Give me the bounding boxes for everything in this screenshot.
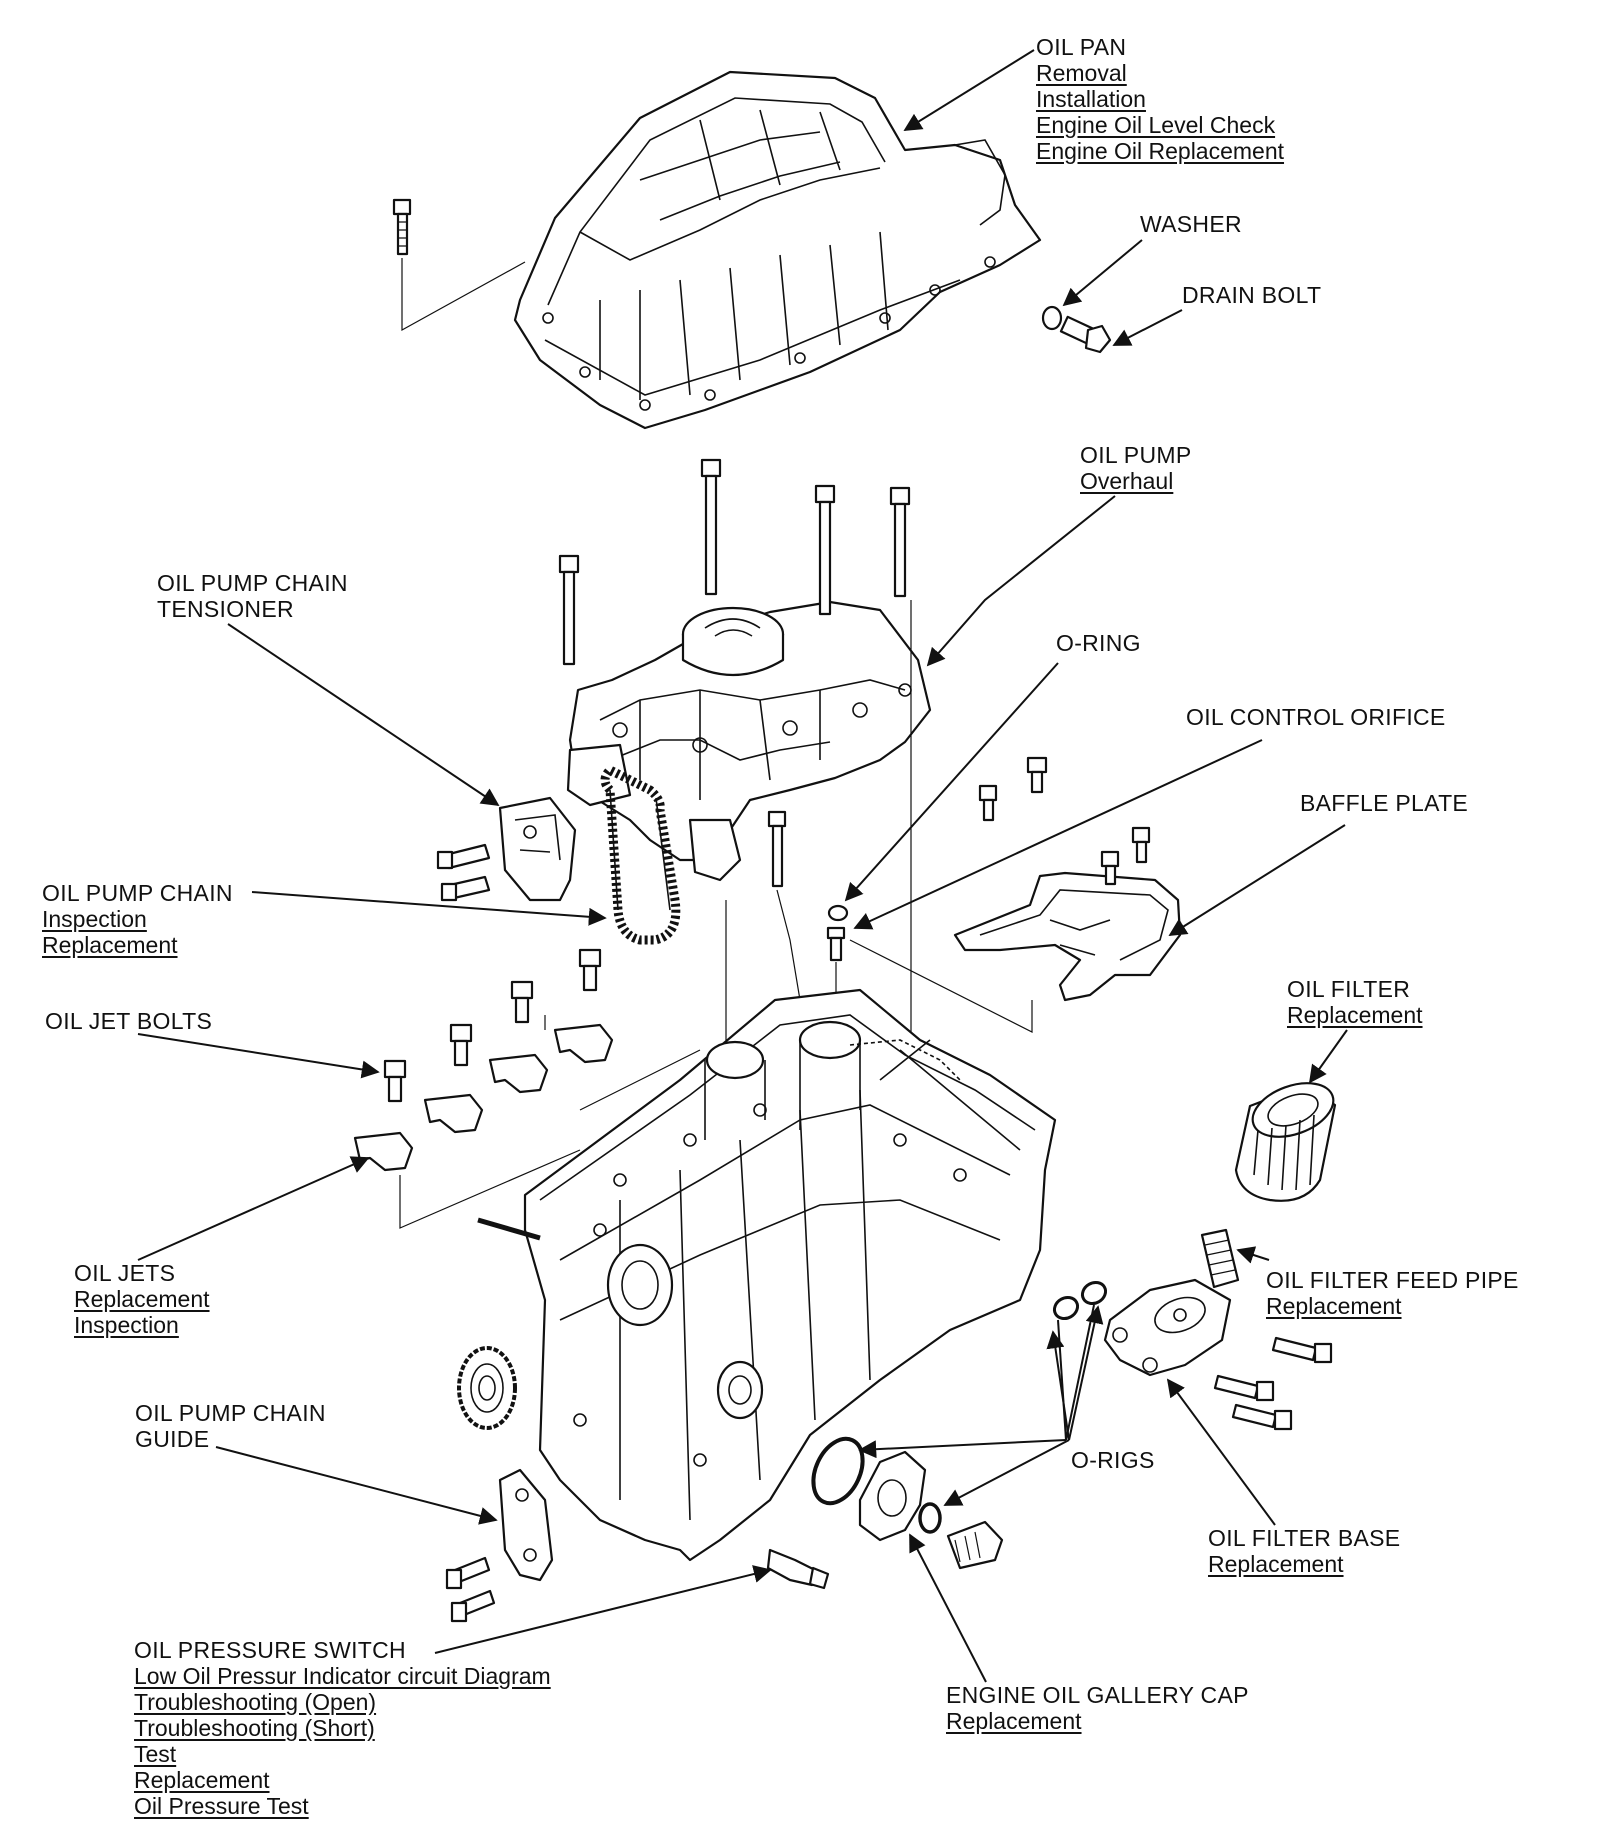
oil-pan <box>513 70 1042 430</box>
washer <box>1041 305 1063 331</box>
oil-filter-base <box>1103 1278 1232 1377</box>
pan-bolt-guide <box>401 258 526 332</box>
gallery-cap-replacement-link[interactable]: Replacement <box>946 1708 1082 1734</box>
oil-jets-replacement-link[interactable]: Replacement <box>74 1286 210 1312</box>
oil-pump-chain-title: OIL PUMP CHAIN <box>42 880 233 906</box>
o-rigs-title: O-RIGS <box>1071 1447 1155 1473</box>
baffle-bolts <box>978 756 1151 886</box>
label-o-rigs: O-RIGS <box>1071 1447 1155 1473</box>
tensioner-bolts <box>436 843 491 902</box>
oil-jets <box>353 1023 614 1172</box>
label-chain-tensioner: OIL PUMP CHAIN TENSIONER <box>157 570 348 622</box>
oil-control-orifice-title: OIL CONTROL ORIFICE <box>1186 704 1446 730</box>
oil-filter-replacement-link[interactable]: Replacement <box>1287 1002 1423 1028</box>
chain-guide-title-1: OIL PUMP CHAIN <box>135 1400 326 1426</box>
gallery-cap-bolt <box>946 1520 1004 1570</box>
oil-pump-bolts <box>558 458 911 888</box>
chain-inspection-link[interactable]: Inspection <box>42 906 147 932</box>
filter-base-title: OIL FILTER BASE <box>1208 1525 1401 1551</box>
label-oil-pressure-switch: OIL PRESSURE SWITCH Low Oil Pressur Indi… <box>134 1637 551 1819</box>
chain-tensioner-title-2: TENSIONER <box>157 596 294 622</box>
oil-pump <box>566 600 932 882</box>
troubleshooting-open-link[interactable]: Troubleshooting (Open) <box>134 1689 377 1715</box>
oil-replacement-link[interactable]: Engine Oil Replacement <box>1036 138 1285 164</box>
oil-pan-removal-link[interactable]: Removal <box>1036 60 1127 86</box>
chain-replacement-link[interactable]: Replacement <box>42 932 178 958</box>
engine-oil-gallery-cap <box>858 1450 927 1542</box>
label-oil-pump-chain: OIL PUMP CHAIN Inspection Replacement <box>42 880 233 958</box>
filter-base-bolts <box>1213 1336 1333 1431</box>
feed-pipe-replacement-link[interactable]: Replacement <box>1266 1293 1402 1319</box>
switch-replacement-link[interactable]: Replacement <box>134 1767 270 1793</box>
oil-jets-title: OIL JETS <box>74 1260 176 1286</box>
feed-pipe-title: OIL FILTER FEED PIPE <box>1266 1267 1519 1293</box>
label-oil-jet-bolts: OIL JET BOLTS <box>45 1008 212 1034</box>
o-ring-title: O-RING <box>1056 630 1141 656</box>
label-oil-pump: OIL PUMP Overhaul <box>1080 442 1191 494</box>
oil-pressure-switch <box>766 1548 830 1590</box>
label-oil-filter-base: OIL FILTER BASE Replacement <box>1208 1525 1400 1577</box>
label-oil-filter: OIL FILTER Replacement <box>1287 976 1423 1028</box>
filter-base-o-rings <box>1052 1280 1108 1321</box>
drain-bolt-title: DRAIN BOLT <box>1182 282 1322 308</box>
oil-pump-chain-guide <box>498 1468 554 1582</box>
oil-level-check-link[interactable]: Engine Oil Level Check <box>1036 112 1276 138</box>
label-oil-pan: OIL PAN Removal Installation Engine Oil … <box>1036 34 1284 164</box>
oil-pump-chain-tensioner <box>498 796 577 902</box>
troubleshooting-short-link[interactable]: Troubleshooting (Short) <box>134 1715 375 1741</box>
label-oil-jets: OIL JETS Replacement Inspection <box>74 1260 210 1338</box>
oil-pressure-switch-title: OIL PRESSURE SWITCH <box>134 1637 406 1663</box>
baffle-plate-title: BAFFLE PLATE <box>1300 790 1469 816</box>
label-engine-oil-gallery-cap: ENGINE OIL GALLERY CAP Replacement <box>946 1682 1249 1734</box>
drain-bolt <box>1059 315 1112 354</box>
label-oil-filter-feed-pipe: OIL FILTER FEED PIPE Replacement <box>1266 1267 1519 1319</box>
label-baffle-plate: BAFFLE PLATE <box>1300 790 1468 816</box>
oil-pan-bolt <box>392 198 412 256</box>
switch-test-link[interactable]: Test <box>134 1741 177 1767</box>
chain-tensioner-title-1: OIL PUMP CHAIN <box>157 570 348 596</box>
oil-control-orifice <box>826 926 846 962</box>
baffle-plate <box>953 871 1182 1002</box>
gallery-cap-o-ring-large <box>811 1436 865 1506</box>
label-chain-guide: OIL PUMP CHAIN GUIDE <box>135 1400 326 1452</box>
oil-filter <box>1234 1082 1337 1202</box>
leader-lines <box>137 49 1348 1683</box>
label-drain-bolt: DRAIN BOLT <box>1182 282 1321 308</box>
gallery-cap-title: ENGINE OIL GALLERY CAP <box>946 1682 1249 1708</box>
oil-pressure-test-link[interactable]: Oil Pressure Test <box>134 1793 309 1819</box>
chain-guide-title-2: GUIDE <box>135 1426 210 1452</box>
oil-pan-title: OIL PAN <box>1036 34 1127 60</box>
jet-guide <box>399 1015 701 1229</box>
oil-pump-title: OIL PUMP <box>1080 442 1192 468</box>
label-o-ring: O-RING <box>1056 630 1141 656</box>
oil-filter-title: OIL FILTER <box>1287 976 1411 1002</box>
gallery-cap-o-ring-small <box>918 1502 942 1534</box>
oil-jet-bolts-title: OIL JET BOLTS <box>45 1008 213 1034</box>
oil-pump-overhaul-link[interactable]: Overhaul <box>1080 468 1174 494</box>
engine-block <box>477 988 1057 1562</box>
oil-jets-inspection-link[interactable]: Inspection <box>74 1312 179 1338</box>
crank-gear <box>457 1346 517 1430</box>
oil-pan-installation-link[interactable]: Installation <box>1036 86 1146 112</box>
oil-pump-chain <box>600 765 681 945</box>
label-oil-control-orifice: OIL CONTROL ORIFICE <box>1186 704 1446 730</box>
filter-base-replacement-link[interactable]: Replacement <box>1208 1551 1344 1577</box>
washer-title: WASHER <box>1140 211 1242 237</box>
label-washer: WASHER <box>1140 211 1242 237</box>
indicator-circuit-link[interactable]: Low Oil Pressur Indicator circuit Diagra… <box>134 1663 551 1689</box>
oil-filter-feed-pipe <box>1200 1228 1240 1289</box>
chain-guide-bolts <box>445 1556 496 1623</box>
oil-jet-bolts <box>383 948 602 1103</box>
o-ring <box>827 904 849 922</box>
